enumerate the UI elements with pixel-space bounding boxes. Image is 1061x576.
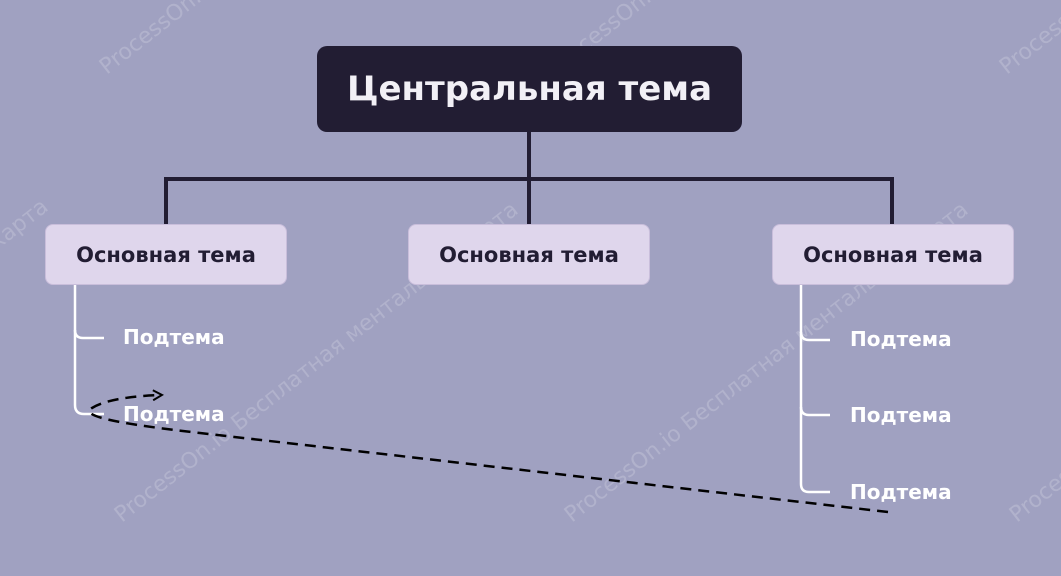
central-connector — [164, 132, 894, 224]
relationship-arrow[interactable] — [88, 395, 889, 514]
right-subtopic-connector — [799, 285, 830, 494]
subtopic-right-3[interactable]: Подтема — [850, 480, 952, 504]
main-topic-right[interactable]: Основная тема — [772, 224, 1014, 285]
left-subtopic-connector — [73, 285, 104, 416]
subtopic-right-2[interactable]: Подтема — [850, 403, 952, 427]
main-topic-left[interactable]: Основная тема — [45, 224, 287, 285]
main-topic-center[interactable]: Основная тема — [408, 224, 650, 285]
subtopic-left-2[interactable]: Подтема — [123, 402, 225, 426]
subtopic-left-1[interactable]: Подтема — [123, 325, 225, 349]
central-topic[interactable]: Центральная тема — [317, 46, 742, 132]
subtopic-right-1[interactable]: Подтема — [850, 327, 952, 351]
